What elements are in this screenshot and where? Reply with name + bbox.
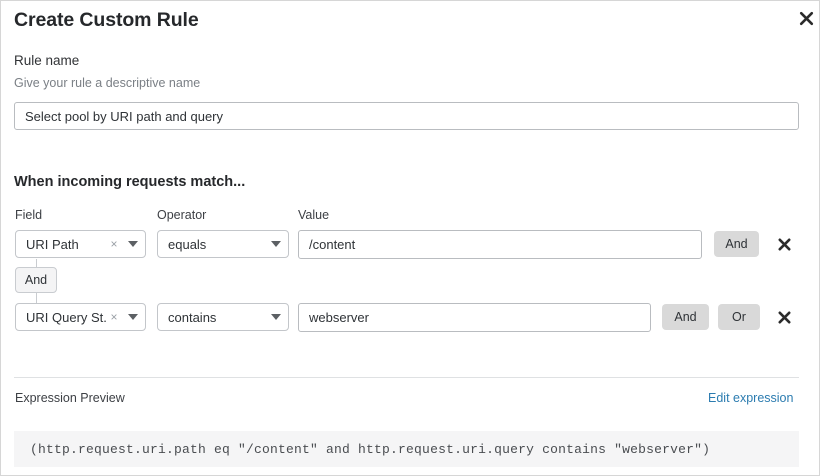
connector-line-top xyxy=(36,259,37,268)
expression-preview-box: (http.request.uri.path eq "/content" and… xyxy=(14,431,799,467)
operator-select-1-value: equals xyxy=(168,236,207,252)
chevron-down-icon[interactable] xyxy=(264,241,288,247)
operator-select-2-value: contains xyxy=(168,309,217,325)
field-select-1[interactable]: URI Path × xyxy=(15,230,146,258)
delete-condition-icon-row-2[interactable] xyxy=(773,306,795,328)
section-divider xyxy=(14,377,799,378)
rule-name-help-text: Give your rule a descriptive name xyxy=(14,76,201,90)
close-icon[interactable] xyxy=(795,7,817,29)
value-input-2[interactable] xyxy=(298,303,651,332)
clear-icon[interactable]: × xyxy=(110,237,118,251)
expression-preview-label: Expression Preview xyxy=(15,391,125,405)
edit-expression-link[interactable]: Edit expression xyxy=(708,391,794,405)
field-select-1-value: URI Path xyxy=(26,236,79,252)
and-button-row-1[interactable]: And xyxy=(714,231,759,257)
condition-row: URI Path × equals And xyxy=(1,230,819,260)
value-input-1[interactable] xyxy=(298,230,702,259)
operator-select-1[interactable]: equals xyxy=(157,230,289,258)
column-header-field: Field xyxy=(15,208,43,222)
rule-name-label: Rule name xyxy=(14,53,80,68)
page-title: Create Custom Rule xyxy=(14,9,199,31)
chevron-down-icon[interactable] xyxy=(121,314,145,320)
chevron-down-icon[interactable] xyxy=(121,241,145,247)
delete-condition-icon-row-1[interactable] xyxy=(773,233,795,255)
and-button-row-2[interactable]: And xyxy=(662,304,709,330)
chevron-down-icon[interactable] xyxy=(264,314,288,320)
rule-name-input[interactable] xyxy=(14,102,799,130)
field-select-2-value: URI Query St... xyxy=(26,309,107,325)
column-header-operator: Operator xyxy=(157,208,207,222)
column-header-value: Value xyxy=(298,208,330,222)
condition-row: URI Query St... × contains And Or xyxy=(1,303,819,333)
field-select-2[interactable]: URI Query St... × xyxy=(15,303,146,331)
expression-preview-text: (http.request.uri.path eq "/content" and… xyxy=(30,441,711,457)
group-connector-and-badge[interactable]: And xyxy=(15,267,57,293)
connector-line-bottom xyxy=(36,293,37,303)
operator-select-2[interactable]: contains xyxy=(157,303,289,331)
clear-icon[interactable]: × xyxy=(110,310,118,324)
or-button-row-2[interactable]: Or xyxy=(718,304,760,330)
match-section-heading: When incoming requests match... xyxy=(14,174,246,190)
